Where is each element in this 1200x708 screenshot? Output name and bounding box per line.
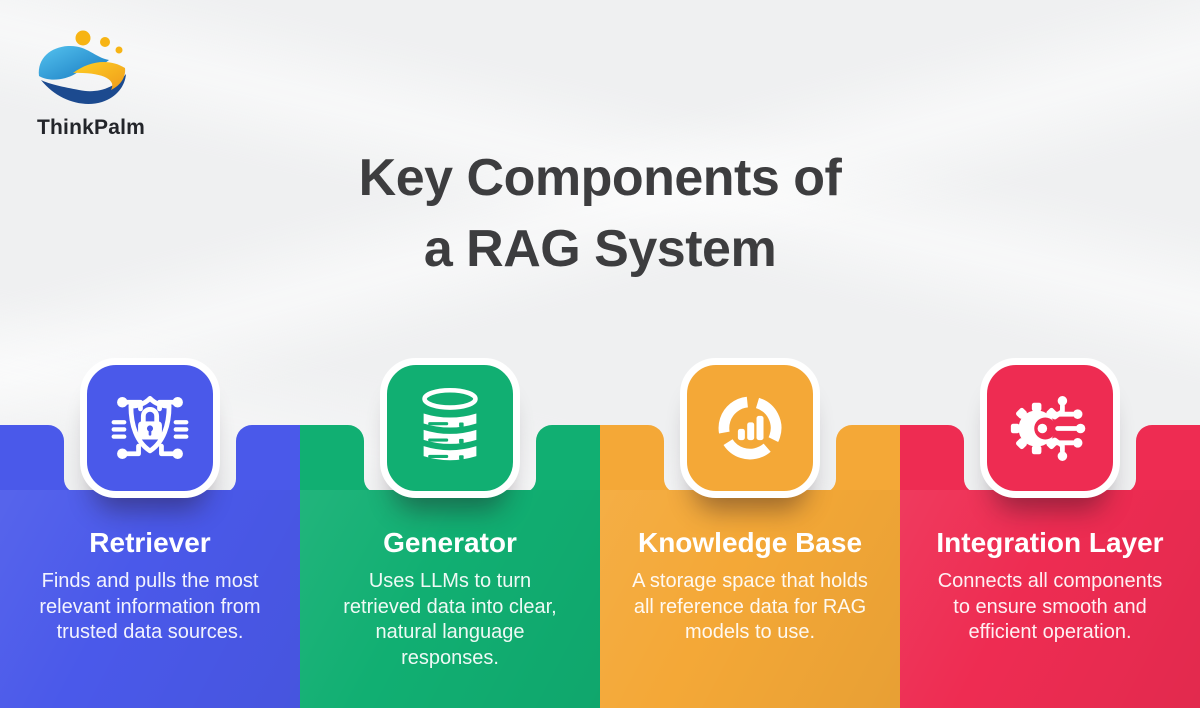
column-retriever: Retriever Finds and pulls the most relev…: [0, 0, 300, 708]
column-title: Integration Layer: [936, 527, 1164, 558]
shield-lock-circuit-icon: [111, 396, 189, 460]
column-description: Uses LLMs to turn retrieved data into cl…: [343, 570, 557, 669]
retriever-icon-badge: [80, 358, 220, 498]
column-panel: [300, 490, 600, 708]
column-description: Connects all components to ensure smooth…: [937, 570, 1163, 643]
knowledge-base-icon-badge: [680, 358, 820, 498]
gear-circuit-icon: [1010, 395, 1086, 461]
column-generator: Generator Uses LLMs to turn retrieved da…: [300, 0, 600, 708]
column-title: Retriever: [89, 527, 211, 558]
column-description: A storage space that holds all reference…: [632, 570, 868, 643]
page-title: Key Components of a RAG System: [0, 143, 1200, 285]
donut-bar-chart-icon: [718, 396, 782, 460]
column-panel: [0, 490, 300, 708]
column-panel: [600, 490, 900, 708]
database-icon: [422, 388, 478, 461]
column-top-shape: [0, 425, 300, 493]
column-knowledge-base: Knowledge Base A storage space that hold…: [600, 0, 900, 708]
page-title-line1: Key Components of: [358, 149, 842, 207]
column-top-shape: [300, 425, 600, 493]
thinkpalm-logo-icon: [38, 30, 126, 104]
column-title: Generator: [383, 527, 517, 558]
column-top-shape: [900, 425, 1200, 493]
column-title: Knowledge Base: [637, 527, 863, 558]
column-integration-layer: Integration Layer Connects all component…: [900, 0, 1200, 708]
generator-icon-badge: [380, 358, 520, 498]
thinkpalm-logo: ThinkPalm: [37, 28, 177, 140]
column-top-shape: [600, 425, 900, 493]
logo-wordmark: ThinkPalm: [37, 116, 145, 139]
integration-layer-icon-badge: [980, 358, 1120, 498]
column-panel: [900, 490, 1200, 708]
page-title-line2: a RAG System: [423, 220, 777, 278]
column-description: Finds and pulls the most relevant inform…: [39, 570, 261, 643]
